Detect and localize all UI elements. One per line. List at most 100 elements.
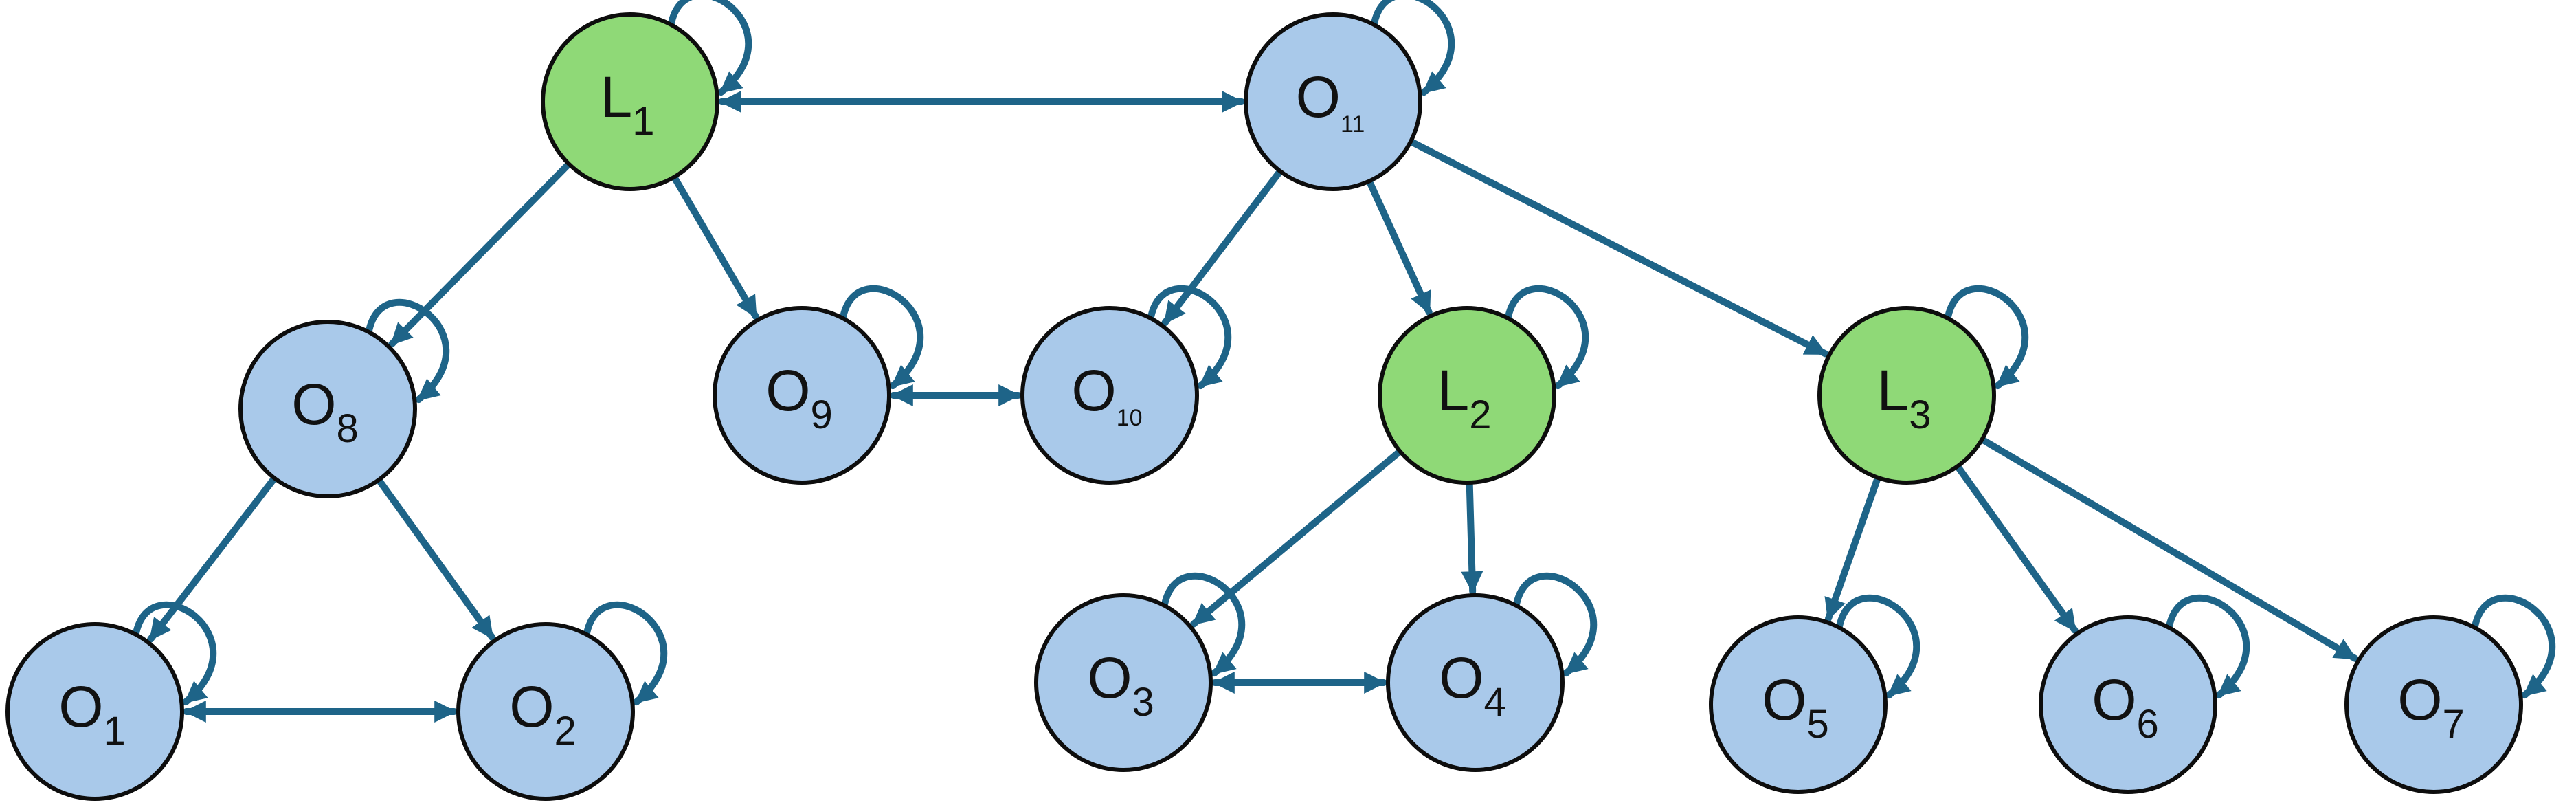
- node-label-subscript: 2: [1469, 393, 1491, 437]
- node-label-main: O: [1087, 646, 1132, 710]
- edge-l1-to-o9: [669, 171, 759, 320]
- node-label-main: O: [291, 372, 336, 437]
- edge-o8-to-o2: [373, 474, 496, 641]
- node-label-main: L: [1437, 358, 1470, 423]
- edge-o11-to-l2: [1365, 175, 1433, 316]
- edge-o8-to-o1: [147, 472, 280, 643]
- node-o2: O2: [456, 622, 635, 801]
- node-label-main: O: [765, 358, 810, 423]
- self-loop-o2: [583, 601, 668, 706]
- self-loop-o6: [2165, 594, 2250, 699]
- node-label-main: O: [1296, 65, 1341, 129]
- self-loop-o7: [2471, 594, 2556, 699]
- node-label: O1: [58, 674, 126, 754]
- node-label: O3: [1087, 646, 1154, 725]
- node-o7: O7: [2344, 615, 2523, 794]
- self-loop-o10: [1147, 285, 1232, 390]
- node-o1: O1: [5, 622, 184, 801]
- node-label-subscript: 1: [632, 99, 654, 144]
- node-label: O6: [2092, 668, 2159, 747]
- node-label-subscript: 5: [1807, 702, 1829, 747]
- self-loop-l3: [1944, 285, 2029, 390]
- node-o6: O6: [2039, 615, 2217, 794]
- node-circle: [1244, 12, 1422, 191]
- node-label: O11: [1296, 65, 1365, 138]
- node-o10: O10: [1020, 306, 1199, 485]
- node-circle: [2039, 615, 2217, 794]
- node-circle: [713, 306, 891, 485]
- edge-l3-to-o6: [1952, 461, 2079, 634]
- node-label: L2: [1437, 358, 1492, 437]
- self-loops-layer: [132, 0, 2556, 706]
- node-label-main: O: [58, 674, 103, 739]
- node-circle: [5, 622, 184, 801]
- node-label-subscript: 6: [2137, 702, 2159, 747]
- node-label-subscript: 10: [1117, 405, 1143, 431]
- node-circle: [238, 320, 417, 498]
- node-circle: [1709, 615, 1888, 794]
- node-label-subscript: 3: [1132, 680, 1154, 725]
- node-label-subscript: 8: [337, 406, 359, 451]
- self-loop-o3: [1161, 572, 1246, 677]
- node-label-subscript: 1: [104, 709, 126, 754]
- node-label-subscript: 11: [1341, 111, 1365, 138]
- self-loop-o9: [839, 285, 924, 390]
- node-l3: L3: [1817, 306, 1996, 485]
- edge-l1-to-o8: [388, 158, 574, 348]
- node-circle: [1386, 593, 1565, 772]
- node-label-subscript: 3: [1909, 393, 1931, 437]
- self-loop-o5: [1835, 594, 1920, 699]
- self-loop-o11: [1370, 0, 1455, 96]
- node-label-main: O: [1071, 358, 1116, 423]
- edge-l3-to-o5: [1824, 472, 1883, 622]
- node-circle: [2344, 615, 2523, 794]
- node-label-main: O: [1762, 668, 1806, 732]
- node-circle: [1034, 593, 1213, 772]
- node-label-subscript: 4: [1484, 680, 1506, 725]
- edge-l2-to-o3: [1190, 446, 1406, 628]
- node-circle: [1817, 306, 1996, 485]
- self-loop-o4: [1512, 572, 1598, 677]
- node-label-main: L: [1877, 358, 1909, 423]
- node-label-subscript: 9: [811, 393, 833, 437]
- node-label-main: O: [1439, 646, 1483, 710]
- node-label-main: L: [601, 65, 633, 129]
- node-label: L3: [1877, 358, 1931, 437]
- node-label-main: O: [2092, 668, 2136, 732]
- self-loop-o8: [365, 298, 450, 404]
- node-label: O8: [291, 372, 359, 451]
- node-l1: L1: [541, 12, 719, 191]
- node-label-subscript: 7: [2443, 702, 2465, 747]
- node-label: L1: [601, 65, 655, 144]
- edge-l2-to-o4: [1461, 476, 1483, 595]
- node-circle: [1378, 306, 1556, 485]
- node-o9: O9: [713, 306, 891, 485]
- node-o4: O4: [1386, 593, 1565, 772]
- node-o3: O3: [1034, 593, 1213, 772]
- node-l2: L2: [1378, 306, 1556, 485]
- edges-layer: [147, 90, 2359, 723]
- node-circle: [456, 622, 635, 801]
- node-circle: [541, 12, 719, 191]
- edge-o11-to-o10: [1161, 165, 1286, 327]
- self-loop-l2: [1504, 285, 1589, 390]
- edge-l3-to-o7: [1976, 434, 2359, 662]
- node-o11: O11: [1244, 12, 1422, 191]
- node-o5: O5: [1709, 615, 1888, 794]
- edge-o11-to-l3: [1404, 137, 1829, 358]
- node-label-main: O: [509, 674, 554, 739]
- self-loop-l1: [667, 0, 752, 96]
- node-label-subscript: 2: [555, 709, 576, 754]
- node-circle: [1020, 306, 1199, 485]
- node-label: O4: [1439, 646, 1506, 725]
- node-label: O9: [765, 358, 833, 437]
- node-o8: O8: [238, 320, 417, 498]
- node-label: O10: [1071, 358, 1142, 431]
- node-label: O2: [509, 674, 576, 754]
- self-loop-o1: [132, 601, 217, 706]
- node-label: O7: [2397, 668, 2465, 747]
- node-label-main: O: [2397, 668, 2442, 732]
- node-label: O5: [1762, 668, 1829, 747]
